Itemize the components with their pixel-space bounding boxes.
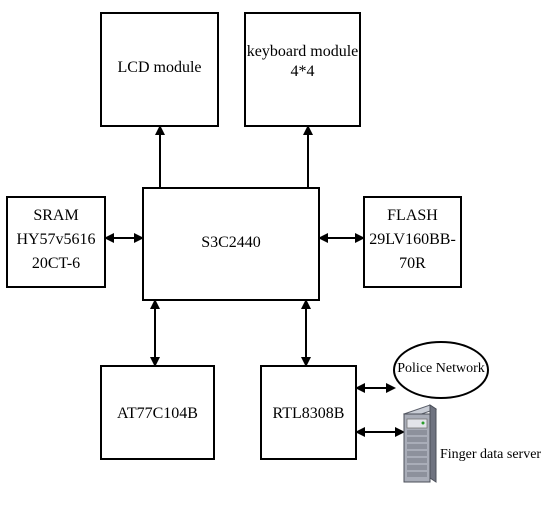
flash-label: FLASH 29LV160BB- 70R — [369, 207, 456, 272]
sram-box: SRAM HY57v5616 20CT-6 — [6, 196, 106, 288]
lcd-module-label: LCD module — [117, 59, 202, 76]
cpu-s3c2440-label: S3C2440 — [201, 234, 261, 251]
server-tower-icon — [402, 404, 438, 483]
at77c104b-label: AT77C104B — [117, 405, 198, 422]
rtl8308b-label: RTL8308B — [272, 405, 345, 422]
police-network-ellipse — [393, 341, 489, 399]
keyboard-module-label: keyboard module 4*4 — [246, 43, 359, 80]
at77c104b-box: AT77C104B — [100, 365, 215, 460]
cpu-s3c2440-box: S3C2440 — [142, 187, 320, 301]
keyboard-module-box: keyboard module 4*4 — [244, 12, 361, 127]
rtl8308b-box: RTL8308B — [260, 365, 357, 460]
flash-box: FLASH 29LV160BB- 70R — [363, 196, 462, 288]
sram-label: SRAM HY57v5616 20CT-6 — [16, 207, 96, 272]
lcd-module-box: LCD module — [100, 12, 219, 127]
police-network-label: Police Network — [397, 361, 485, 376]
finger-data-server-label: Finger data server — [440, 447, 542, 462]
